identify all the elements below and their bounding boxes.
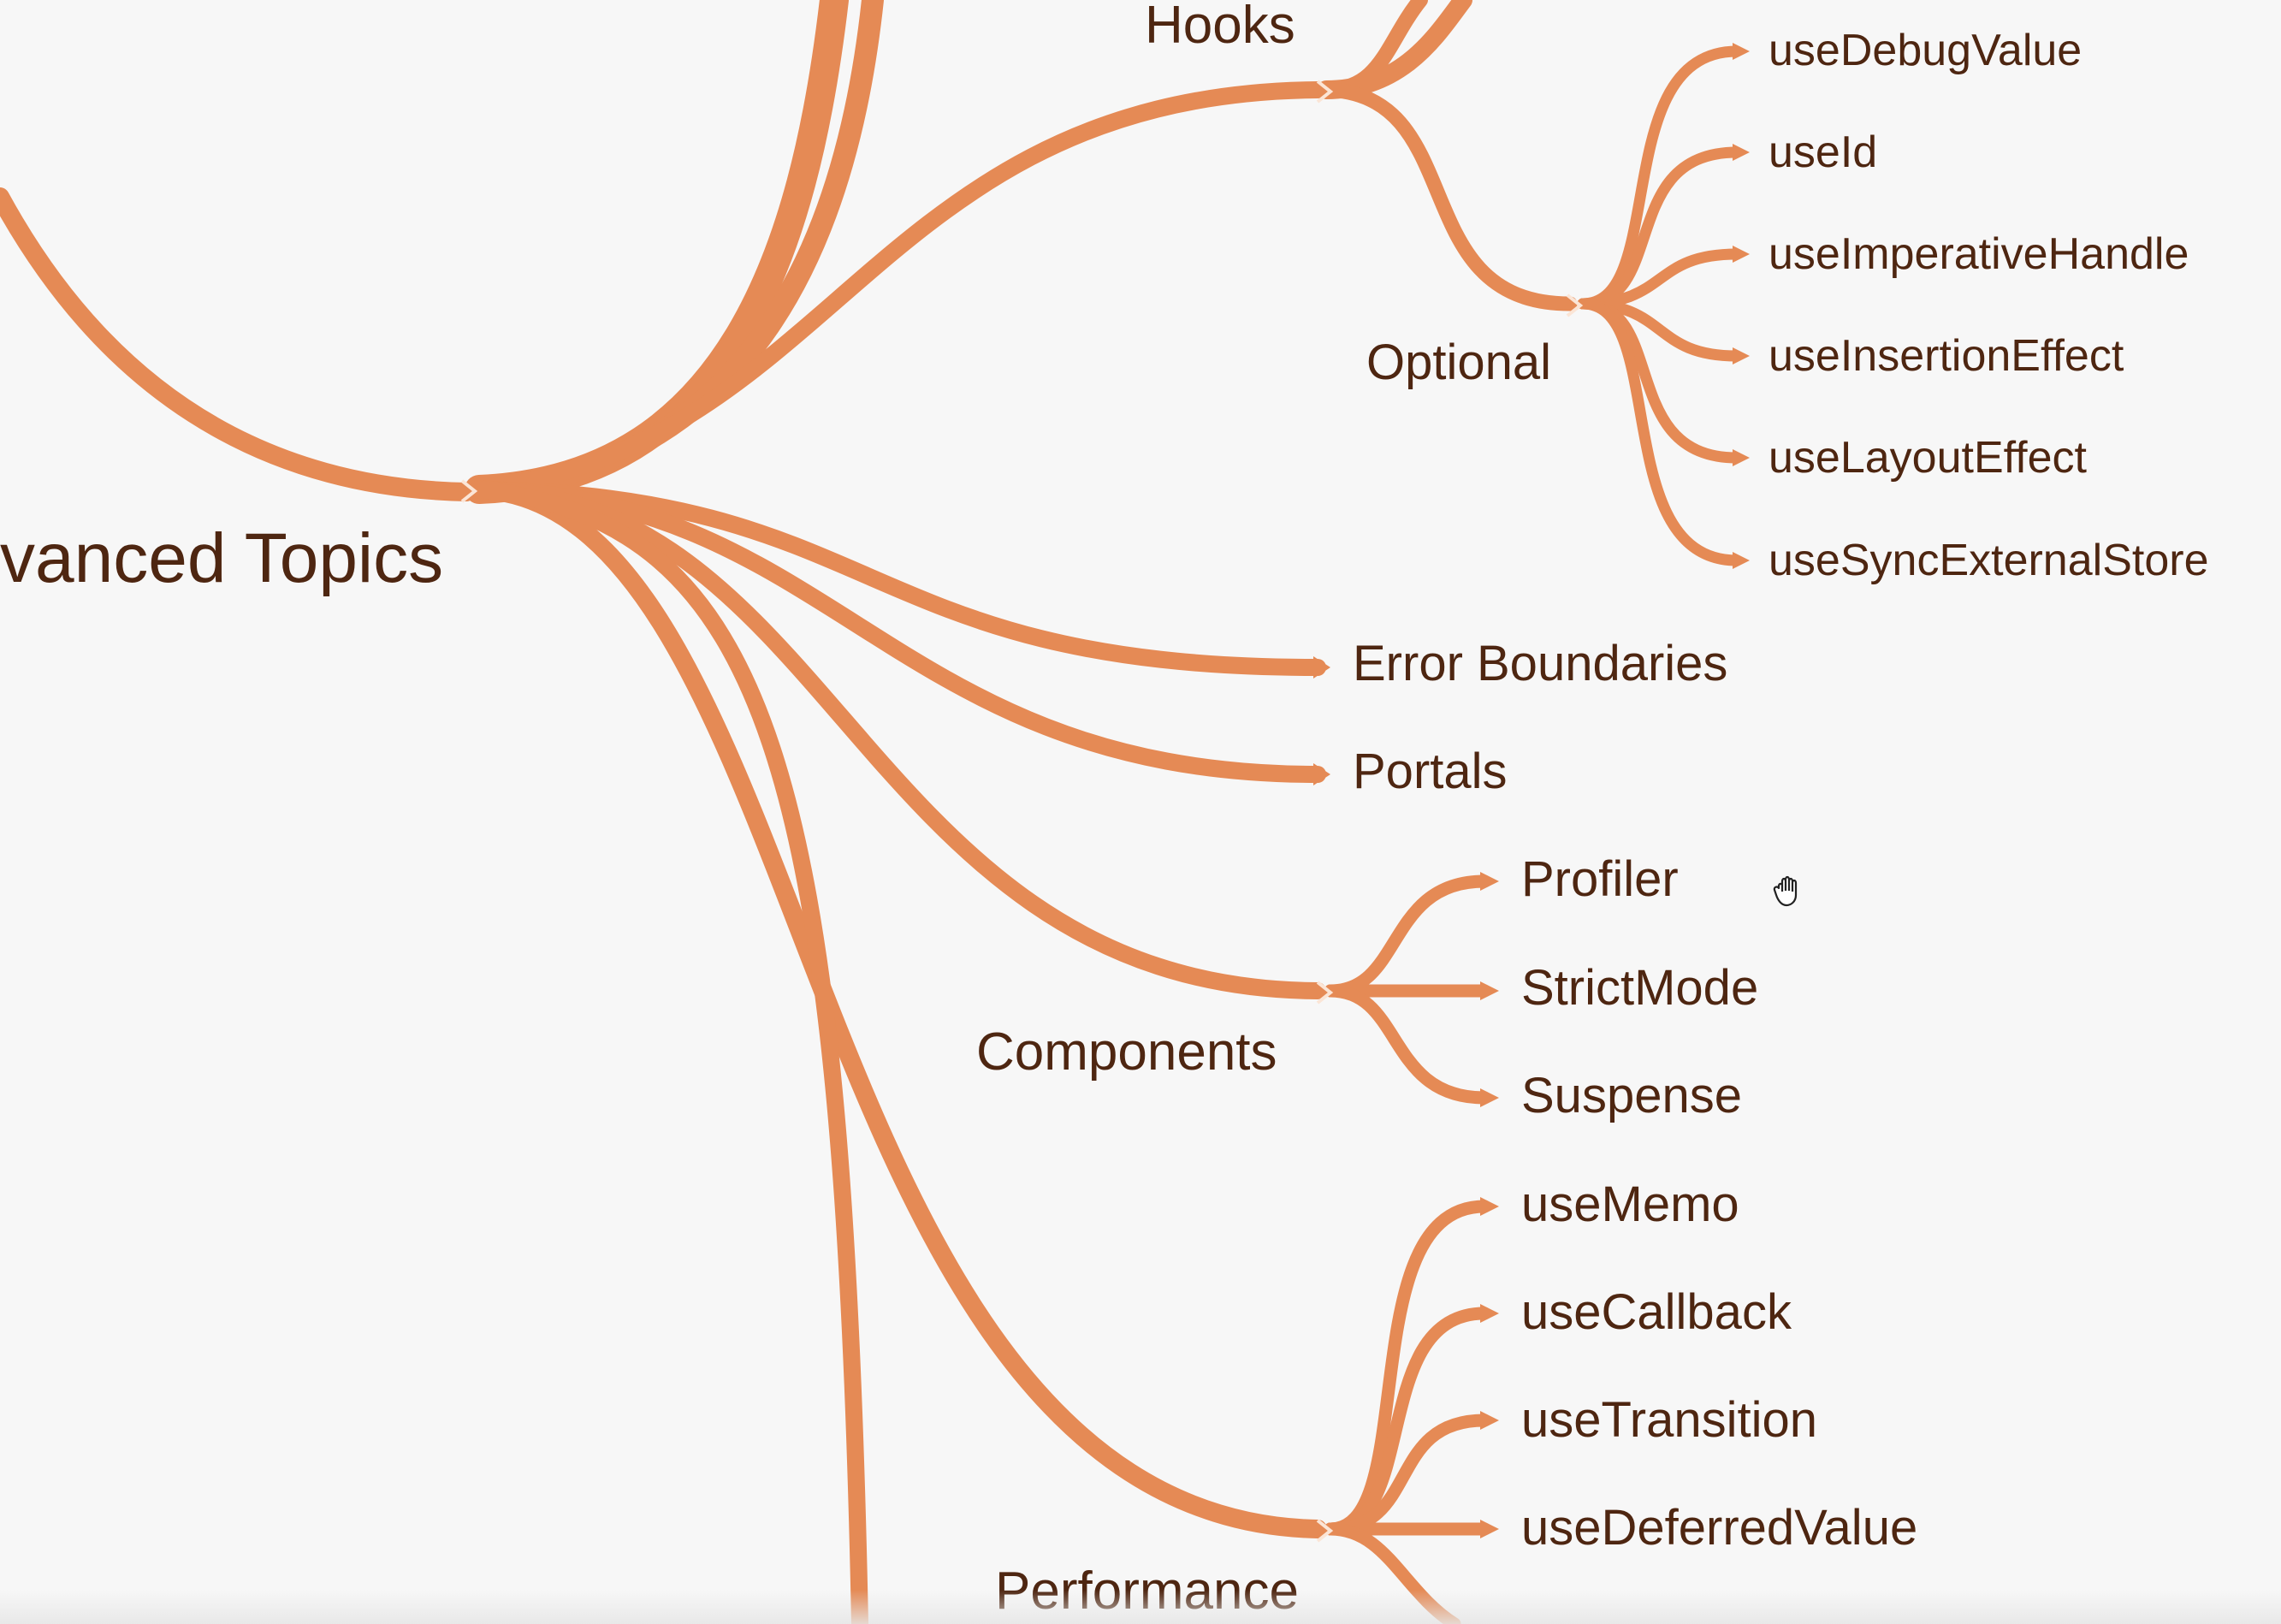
junction-performance [1316,1519,1334,1543]
branch-portals [471,481,1326,783]
branch-suspense [1324,984,1491,1105]
node-portals[interactable]: Portals [1353,744,1508,799]
junction-markers [460,80,1584,1543]
tip-use-insertion-effect [1733,347,1750,365]
node-use-insertion-effect[interactable]: useInsertionEffect [1769,331,2124,381]
tip-use-deferred-value [1480,1520,1499,1538]
tip-use-debug-value [1733,43,1750,60]
leaf-tips [1313,43,1750,1538]
tip-portals [1313,763,1330,785]
tip-use-callback [1480,1304,1499,1323]
junction-components [1316,981,1334,1005]
tip-use-id [1733,144,1750,161]
junction-optional [1566,293,1584,317]
node-use-sync-external-store[interactable]: useSyncExternalStore [1769,536,2209,585]
tip-suspense [1480,1088,1499,1107]
branch-error-boundaries [471,481,1326,676]
branch-profiler [1324,874,1491,998]
node-optional[interactable]: Optional [1366,335,1551,390]
tip-use-transition [1480,1411,1499,1430]
branch-components [471,481,1326,999]
tip-error-boundaries [1313,656,1330,679]
node-suspense[interactable]: Suspense [1521,1068,1742,1123]
branch-hooks [471,81,1326,498]
node-central-topic[interactable]: vanced Topics [0,519,443,597]
tip-use-sync-external-store [1733,552,1750,569]
node-use-deferred-value[interactable]: useDeferredValue [1521,1500,1917,1556]
junction-central [460,479,478,503]
branch-parent-incoming [0,187,476,501]
node-performance[interactable]: Performance [995,1562,1299,1621]
branch-use-sync-external-store [1577,298,1743,566]
node-use-memo[interactable]: useMemo [1521,1177,1739,1232]
branch-lines [0,0,1743,1624]
branch-performance-offscreen [1324,1522,1461,1624]
tip-use-layout-effect [1733,449,1750,466]
tip-use-memo [1480,1197,1499,1216]
tip-profiler [1480,872,1499,891]
branch-up-a [465,0,849,504]
node-components[interactable]: Components [976,1022,1277,1082]
node-strict-mode[interactable]: StrictMode [1521,960,1758,1016]
node-use-id[interactable]: useId [1769,127,1877,177]
node-use-debug-value[interactable]: useDebugValue [1769,26,2082,75]
node-hooks[interactable]: Hooks [1145,0,1295,55]
node-error-boundaries[interactable]: Error Boundaries [1353,636,1727,691]
tip-strict-mode [1480,981,1499,1000]
node-use-transition[interactable]: useTransition [1521,1392,1817,1448]
node-labels: vanced Topics Hooks Optional useDebugVal… [0,0,2209,1621]
node-use-layout-effect[interactable]: useLayoutEffect [1769,433,2088,483]
branch-optional [1318,82,1578,311]
node-use-callback[interactable]: useCallback [1521,1284,1792,1340]
hand-grab-icon [1773,875,1798,907]
junction-hooks [1316,80,1334,104]
tip-use-imperative-handle [1733,246,1750,263]
branch-down-offscreen [471,481,868,1624]
node-profiler[interactable]: Profiler [1521,851,1679,907]
branch-use-debug-value [1577,45,1743,310]
node-use-imperative-handle[interactable]: useImperativeHandle [1769,229,2189,279]
